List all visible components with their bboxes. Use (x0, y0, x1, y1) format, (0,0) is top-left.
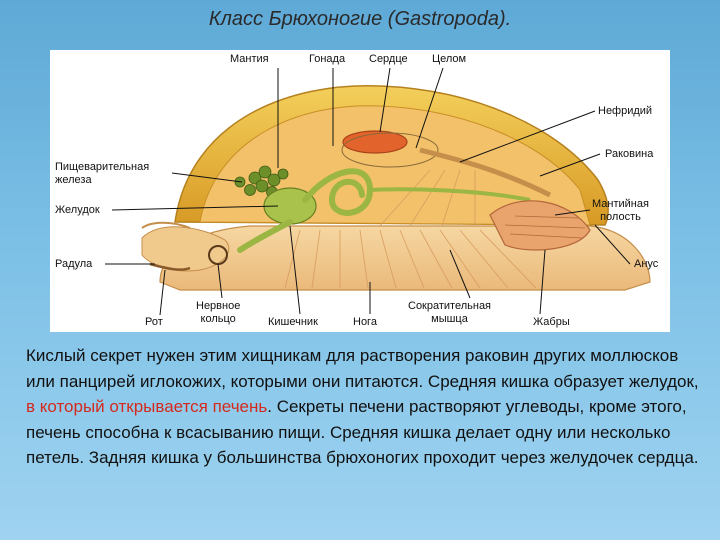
label-gills: Жабры (533, 316, 570, 328)
nephridium-shape (419, 147, 552, 198)
slide-title: Класс Брюхоногие (Gastropoda). (208, 8, 512, 30)
label-intestine: Кишечник (268, 316, 318, 328)
label-heart: Сердце (369, 53, 408, 65)
label-anus: Анус (634, 258, 659, 270)
label-radula: Радула (55, 258, 93, 270)
label-nephridium: Нефридий (598, 105, 653, 117)
label-mouth: Рот (145, 316, 163, 328)
anatomy-illustration (105, 67, 651, 316)
label-shell: Раковина (605, 148, 654, 160)
intestine-shape (237, 168, 374, 253)
explanatory-paragraph: Кислый секрет нужен этим хищникам для ра… (26, 343, 706, 471)
label-mantle: Мантия (230, 53, 269, 65)
label-digestive-gland: Пищеварительная железа (55, 161, 150, 186)
coelom-shape (341, 132, 439, 168)
radula-shape (149, 262, 191, 271)
label-retractor-muscle: Сократительная мышца (408, 300, 492, 325)
paragraph-highlight: в который открывается печень (26, 397, 268, 416)
label-foot: Нога (353, 316, 377, 328)
paragraph-part-2: . Секреты печени растворяют углеводы, кр… (26, 397, 699, 467)
label-gonad: Гонада (309, 53, 346, 65)
label-coelom: Целом (432, 53, 467, 65)
label-stomach: Желудок (55, 204, 100, 216)
gastropoda-diagram: Мантия Гонада Сердце Целом Нефридий Рако… (50, 50, 670, 332)
label-mantle-cavity: Мантийная полость (592, 198, 649, 223)
tentacle-shape (141, 221, 191, 229)
paragraph-part-1: Кислый секрет нужен этим хищникам для ра… (26, 346, 699, 391)
label-nerve-ring: Нервное кольцо (196, 300, 241, 325)
